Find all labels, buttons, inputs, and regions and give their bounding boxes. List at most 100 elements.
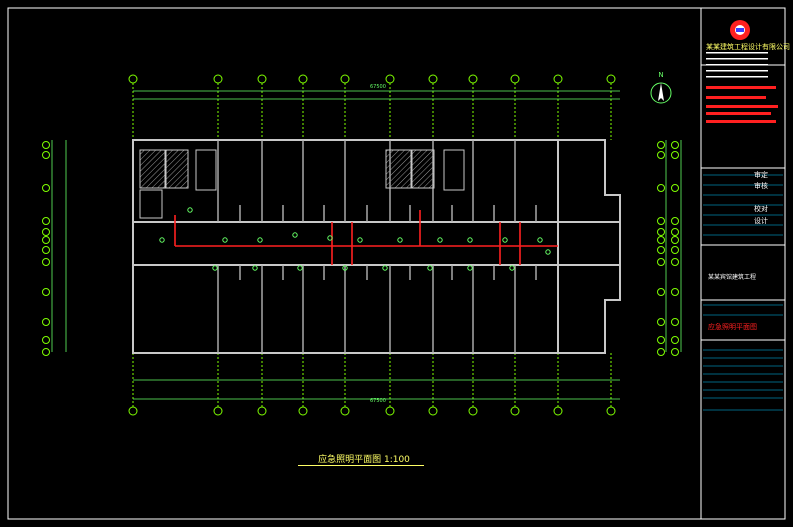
axis-marker [657,336,665,344]
axis-marker [468,406,478,416]
axis-marker [428,406,438,416]
axis-marker [606,406,616,416]
axis-marker [671,288,679,296]
axis-marker [671,151,679,159]
axis-marker [257,406,267,416]
floor-plan [42,74,682,416]
axis-marker [657,236,665,244]
axis-marker [42,141,50,149]
top-dimension-lines [51,90,682,400]
axis-marker [298,74,308,84]
axis-marker [128,74,138,84]
overall-dimension-top: 67500 [370,84,386,90]
stair-core-left [139,149,166,189]
axis-marker [42,184,50,192]
emergency-light-icon [437,237,443,243]
axis-marker [42,246,50,254]
axis-marker [213,74,223,84]
axis-marker [671,318,679,326]
axis-marker [42,318,50,326]
emergency-light-icon [187,207,193,213]
axis-marker [657,348,665,356]
axis-marker [128,406,138,416]
emergency-light-icon [159,237,165,243]
emergency-light-icon [467,265,473,271]
axis-marker [671,228,679,236]
axis-marker [671,246,679,254]
drawing-border [7,7,786,520]
emergency-light-icon [222,237,228,243]
axis-marker [657,141,665,149]
drawing-title-text: 应急照明平面图 [318,455,382,465]
emergency-light-icon [537,237,543,243]
axis-marker [671,217,679,225]
axis-marker [657,246,665,254]
company-logo-icon [730,20,750,40]
emergency-light-icon [427,265,433,271]
drawing-title: 应急照明平面图 1:100 [305,452,423,466]
designer-label: 设计 [754,217,768,225]
emergency-light-icon [357,237,363,243]
checker-label: 校对 [754,205,768,213]
axis-marker [428,74,438,84]
axis-marker [42,151,50,159]
axis-marker [257,74,267,84]
emergency-light-icon [292,232,298,238]
drawing-scale: 1:100 [383,455,410,465]
axis-marker [657,258,665,266]
stair-core-right [385,149,412,189]
emergency-light-icon [509,265,515,271]
axis-marker [671,348,679,356]
axis-marker [510,406,520,416]
svg-text:N: N [658,71,663,79]
axis-marker [468,74,478,84]
axis-marker [42,348,50,356]
emergency-light-icon [212,265,218,271]
emergency-light-icon [342,265,348,271]
emergency-light-icon [467,237,473,243]
axis-marker [298,406,308,416]
axis-marker [671,141,679,149]
emergency-light-icon [545,249,551,255]
reviewer-label: 审核 [754,182,768,190]
axis-marker [340,74,350,84]
axis-marker [42,217,50,225]
emergency-light-icon [252,265,258,271]
title-underline [298,465,424,466]
axis-marker [385,406,395,416]
axis-marker [510,74,520,84]
axis-marker [671,258,679,266]
axis-marker [657,217,665,225]
axis-marker [606,74,616,84]
axis-marker [340,406,350,416]
axis-marker [671,336,679,344]
axis-marker [553,74,563,84]
top-axis-markers [42,74,679,416]
emergency-light-icon [327,235,333,241]
sheet-title: 应急照明平面图 [708,323,757,331]
axis-marker [213,406,223,416]
emergency-light-icon [502,237,508,243]
emergency-lighting-circuit [174,210,558,265]
axis-marker [657,318,665,326]
emergency-fixtures [159,207,551,271]
emergency-light-icon [257,237,263,243]
axis-marker [671,184,679,192]
company-name: 某某建筑工程设计有限公司 [706,43,790,51]
title-block [701,20,785,411]
axis-marker [42,258,50,266]
axis-marker [671,236,679,244]
north-arrow-icon: N [650,71,672,104]
axis-marker [657,288,665,296]
axis-marker [42,228,50,236]
axis-marker [42,336,50,344]
emergency-light-icon [397,237,403,243]
axis-marker [657,151,665,159]
axis-marker [657,228,665,236]
axis-marker [657,184,665,192]
approver-label: 审定 [754,171,768,179]
axis-marker [385,74,395,84]
axis-marker [42,236,50,244]
overall-dimension-bottom: 67500 [370,398,386,404]
